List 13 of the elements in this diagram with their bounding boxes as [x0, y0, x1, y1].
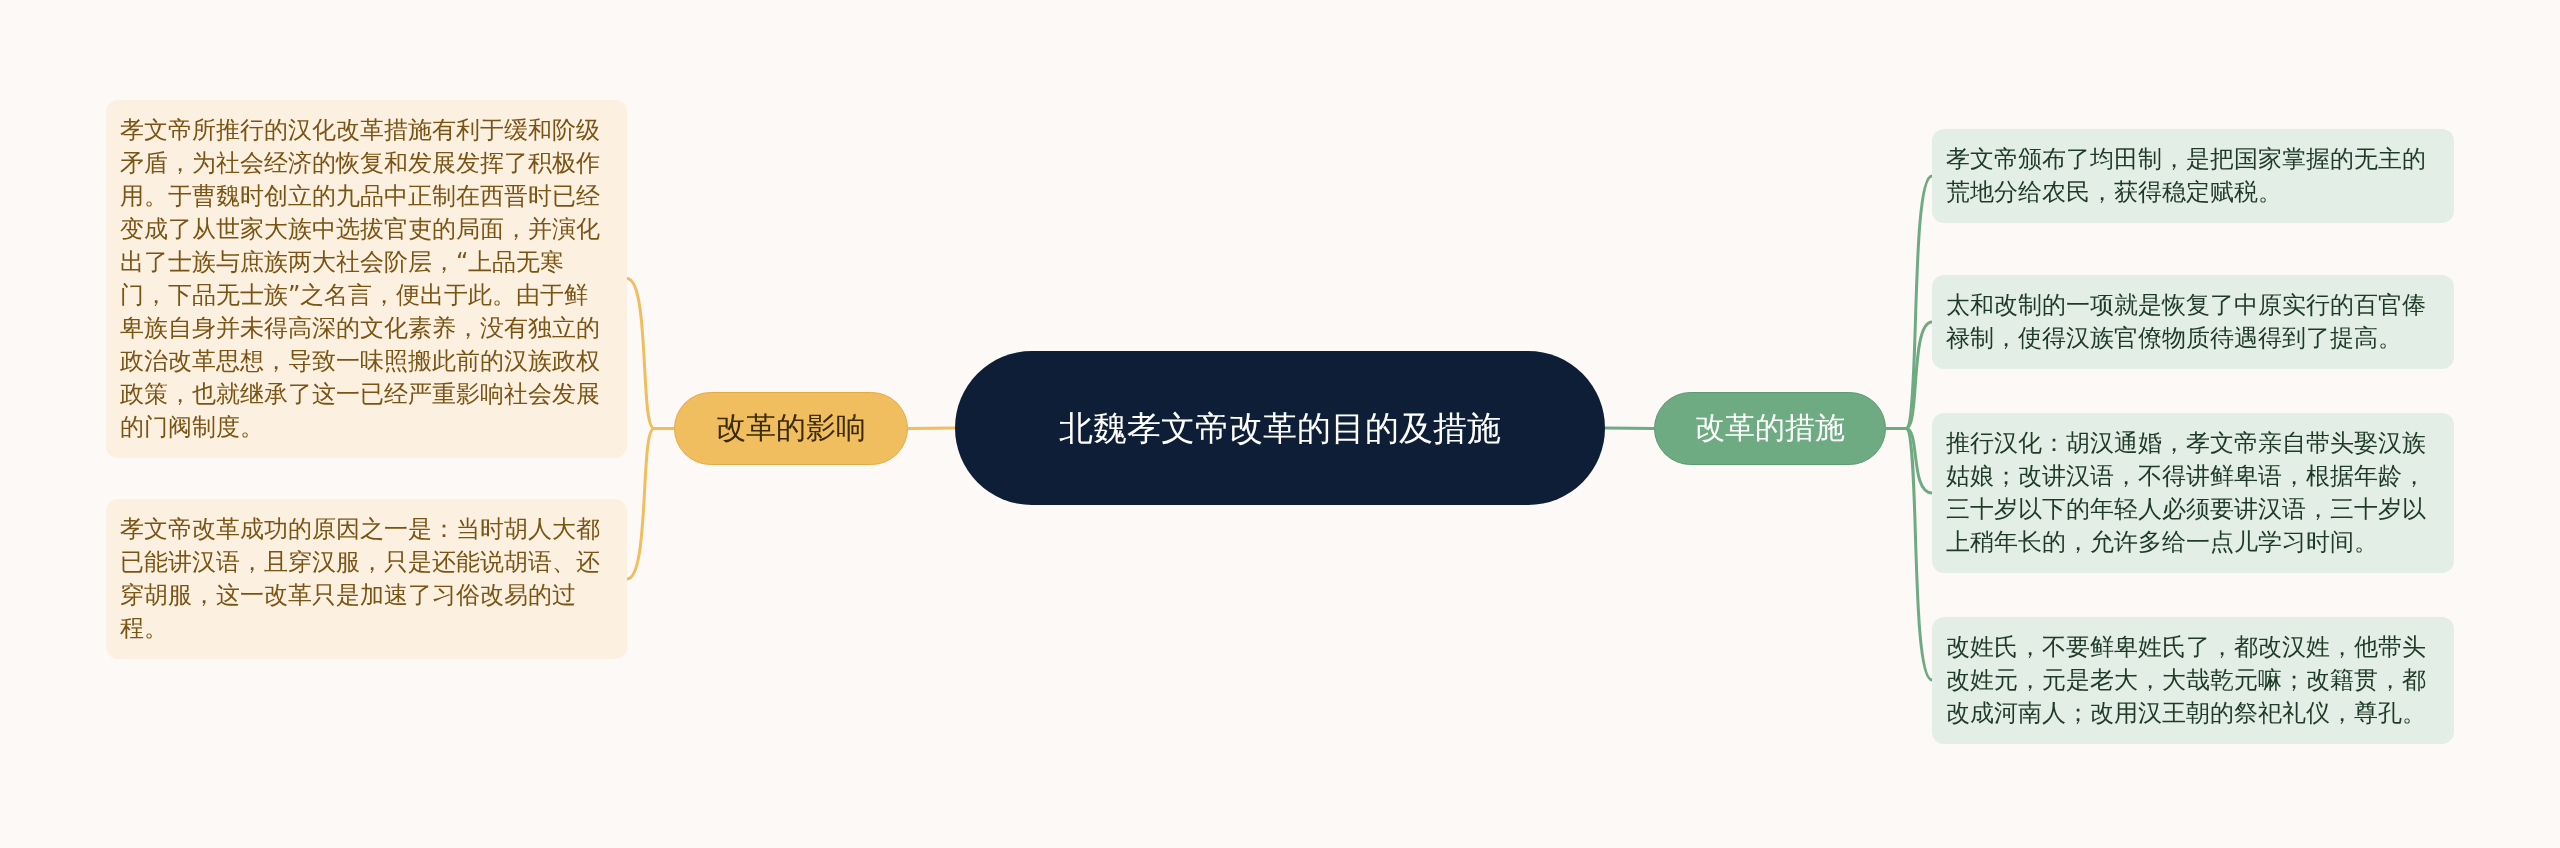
branch-topic: 改革的影响	[674, 392, 908, 465]
central-topic: 北魏孝文帝改革的目的及措施	[955, 351, 1605, 505]
connector-line	[626, 427, 674, 581]
text-card: 孝文帝改革成功的原因之一是：当时胡人大都已能讲汉语，且穿汉服，只是还能说胡语、还穿胡服，这一改革只是加速了习俗改易的过程。	[106, 499, 627, 659]
connector-line	[908, 426, 955, 430]
connector-line	[1605, 426, 1654, 430]
branch-topic: 改革的措施	[1654, 392, 1886, 465]
text-card: 推行汉化：胡汉通婚，孝文帝亲自带头娶汉族姑娘；改讲汉语，不得讲鲜卑语，根据年龄，三十岁以下的年轻人必须要讲汉语，三十岁以上稍年长的，允许多给一点儿学习时间。	[1932, 413, 2454, 573]
text-card: 改姓氏，不要鲜卑姓氏了，都改汉姓，他带头改姓元，元是老大，大哉乾元嘛；改籍贯，都改成河南人；改用汉王朝的祭祀礼仪，尊孔。	[1932, 617, 2454, 744]
text-card: 孝文帝所推行的汉化改革措施有利于缓和阶级矛盾，为社会经济的恢复和发展发挥了积极作用。于曹魏时创立的九品中正制在西晋时已经变成了从世家大族中选拔官吏的局面，并演化出了士族与庶族两大社会阶层，“上品无寒门，下品无士族”之名言，便出于此。由于鲜卑族自身并未得高深的文化素养，没有独立的政治改革思想，导致一味照搬此前的汉族政权政策，也就继承了这一已经严重影响社会发展的门阀制度。	[106, 100, 627, 458]
text-card: 太和改制的一项就是恢复了中原实行的百官俸禄制，使得汉族官僚物质待遇得到了提高。	[1932, 275, 2454, 369]
text-card: 孝文帝颁布了均田制，是把国家掌握的无主的荒地分给农民，获得稳定赋税。	[1932, 129, 2454, 223]
connector-line	[1886, 427, 1934, 682]
